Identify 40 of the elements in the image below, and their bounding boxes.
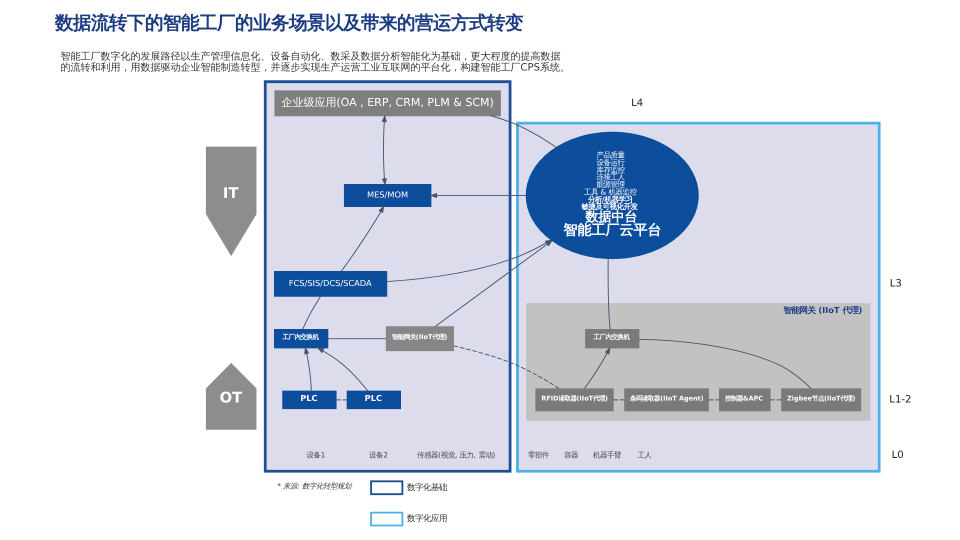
label: 设备1 [306,450,326,460]
label: L4 [631,98,644,109]
connector [638,338,812,390]
arrow [340,205,384,272]
arrow [382,114,387,186]
connector [328,338,387,340]
label: * 来源: 数字化转型规划 [277,482,352,491]
arrow [584,346,610,389]
connector [453,346,560,390]
label: L3 [890,278,902,290]
label: 设备2 [369,450,388,460]
connector [770,399,782,400]
node-box: MES/MOM [344,184,432,207]
legend-label: 数字化应用 [406,513,447,524]
label: 机器手臂 [592,450,621,460]
diagram-title: 数据流转下的智能工厂的业务场景以及带来的营运方式转变 [55,13,524,34]
node-box: PLC [282,390,337,410]
label: 容器 [564,450,578,460]
connector [608,258,611,330]
node-ellipse: 产品质量 设备运行 库存监控 连接工人 能源管理 工具 & 机器监控 分析/机器学习 敏捷及可视化开发 数据中台 智能工厂云平台 [526,132,699,260]
legend-label: 数字化基础 [406,482,447,492]
node-box: FCS/SIS/DCS/SCADA [274,271,388,297]
arrow [304,346,312,392]
label: 传感器(视觉, 压力, 震动) [417,450,496,460]
node-box: PLC [346,390,401,410]
arrow [316,347,368,392]
label: 零部件 [528,450,550,460]
connector [336,399,348,400]
connector [302,296,321,330]
connector [612,399,626,400]
label: 智能工厂数字化的发展路径以生产管理信息化、设备自动化、数采及数据分析智能化为基础，更大程度的提高数据的流转和利用，用数据驱动企业智能制造转型，并逐步实现生产运营工业互联网的平台化，构建智能工厂CPS系统。 [60,51,570,74]
arrow [430,192,526,198]
label: L0 [892,450,904,462]
cluster [516,122,881,473]
label: L1-2 [889,394,912,406]
node-box: 企业级应用(OA , ERP, CRM, PLM & SCM) [274,90,501,116]
label: 工人 [638,450,652,460]
connector [708,399,720,400]
connector [490,115,557,148]
cluster [264,80,512,473]
